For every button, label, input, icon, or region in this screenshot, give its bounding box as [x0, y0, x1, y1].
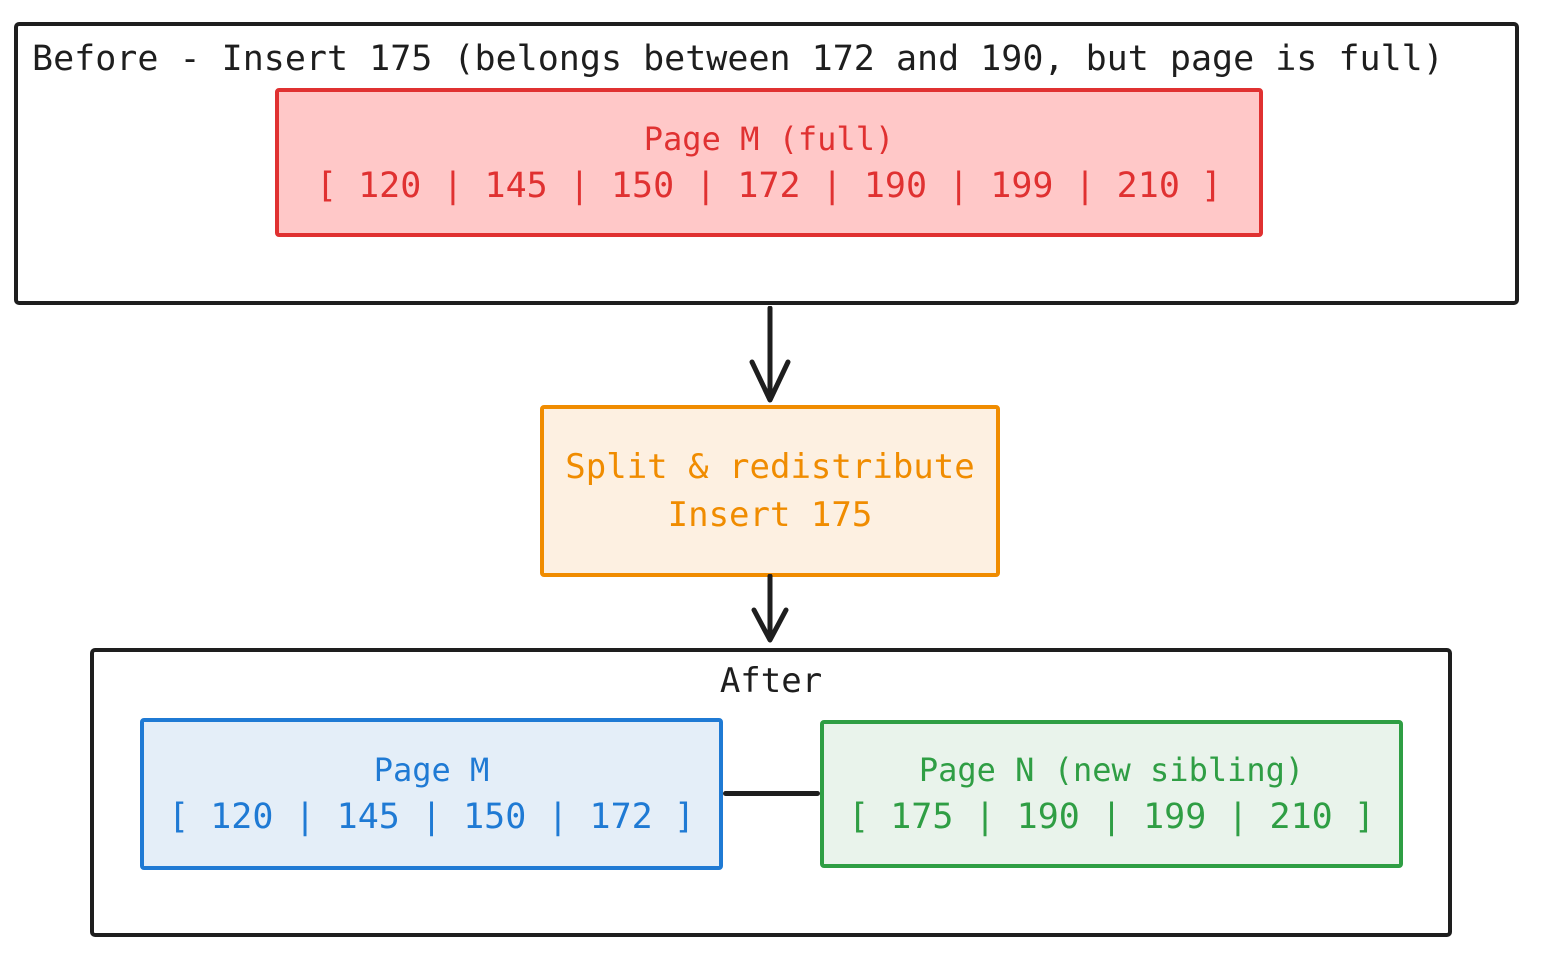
after-section-title: After [719, 661, 823, 701]
page-m-box: Page M [ 120 | 145 | 150 | 172 ] [140, 718, 723, 870]
page-m-full-values: [ 120 | 145 | 150 | 172 | 190 | 199 | 21… [315, 165, 1223, 206]
arrow-down-icon [749, 306, 791, 403]
split-operation-box: Split & redistribute Insert 175 [540, 405, 1000, 577]
page-m-full-title: Page M (full) [643, 119, 895, 158]
split-operation-line2: Insert 175 [667, 495, 873, 535]
page-n-values: [ 175 | 190 | 199 | 210 ] [848, 797, 1375, 837]
page-n-title: Page N (new sibling) [918, 751, 1305, 789]
split-operation-line1: Split & redistribute [565, 447, 975, 487]
page-m-values: [ 120 | 145 | 150 | 172 ] [168, 797, 695, 837]
sibling-connector-line [723, 791, 820, 796]
after-section: After Page M [ 120 | 145 | 150 | 172 ] P… [90, 648, 1452, 937]
page-n-box: Page N (new sibling) [ 175 | 190 | 199 |… [820, 720, 1403, 868]
before-section: Before - Insert 175 (belongs between 172… [14, 22, 1519, 305]
page-m-title: Page M [373, 751, 490, 789]
arrow-down-icon [751, 574, 789, 643]
page-m-full-box: Page M (full) [ 120 | 145 | 150 | 172 | … [275, 88, 1263, 237]
before-section-title: Before - Insert 175 (belongs between 172… [32, 39, 1444, 79]
